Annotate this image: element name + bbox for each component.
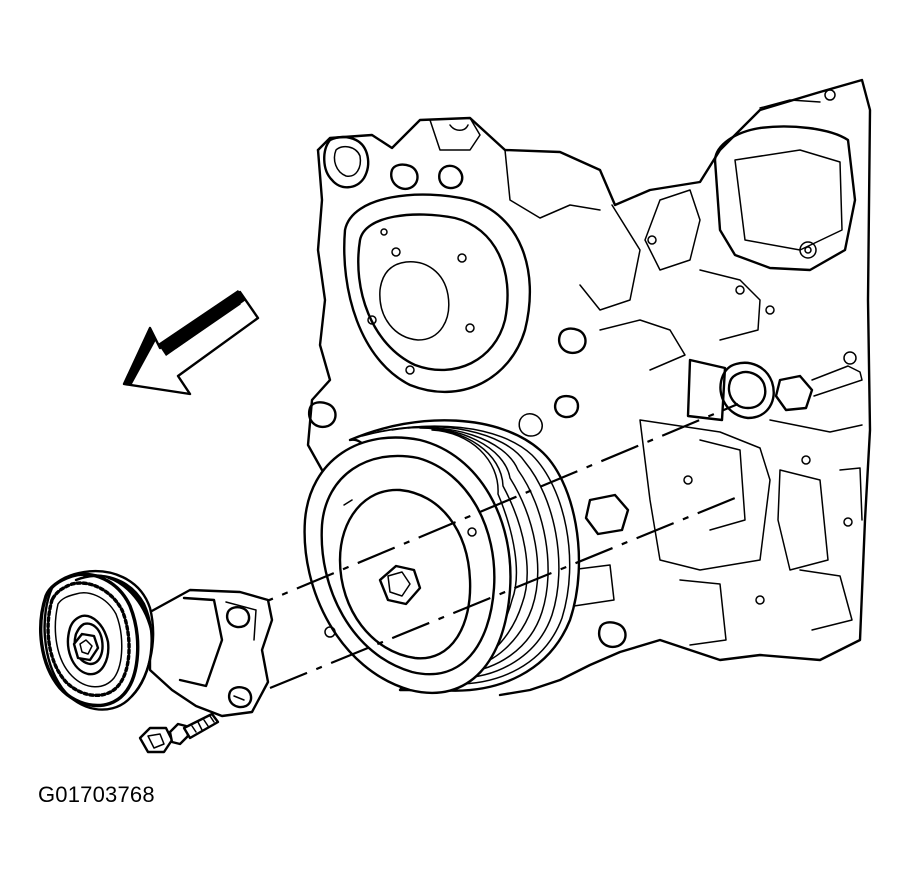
idler-pulley-assembly (39, 570, 274, 718)
direction-arrow (122, 290, 260, 396)
alignment-lines (235, 402, 741, 690)
mounting-bolt (138, 712, 220, 754)
pulley-ribs (46, 581, 131, 698)
crankshaft-balancer (303, 419, 581, 695)
figure-id-label: G01703768 (38, 782, 155, 807)
engine-block (306, 78, 872, 697)
